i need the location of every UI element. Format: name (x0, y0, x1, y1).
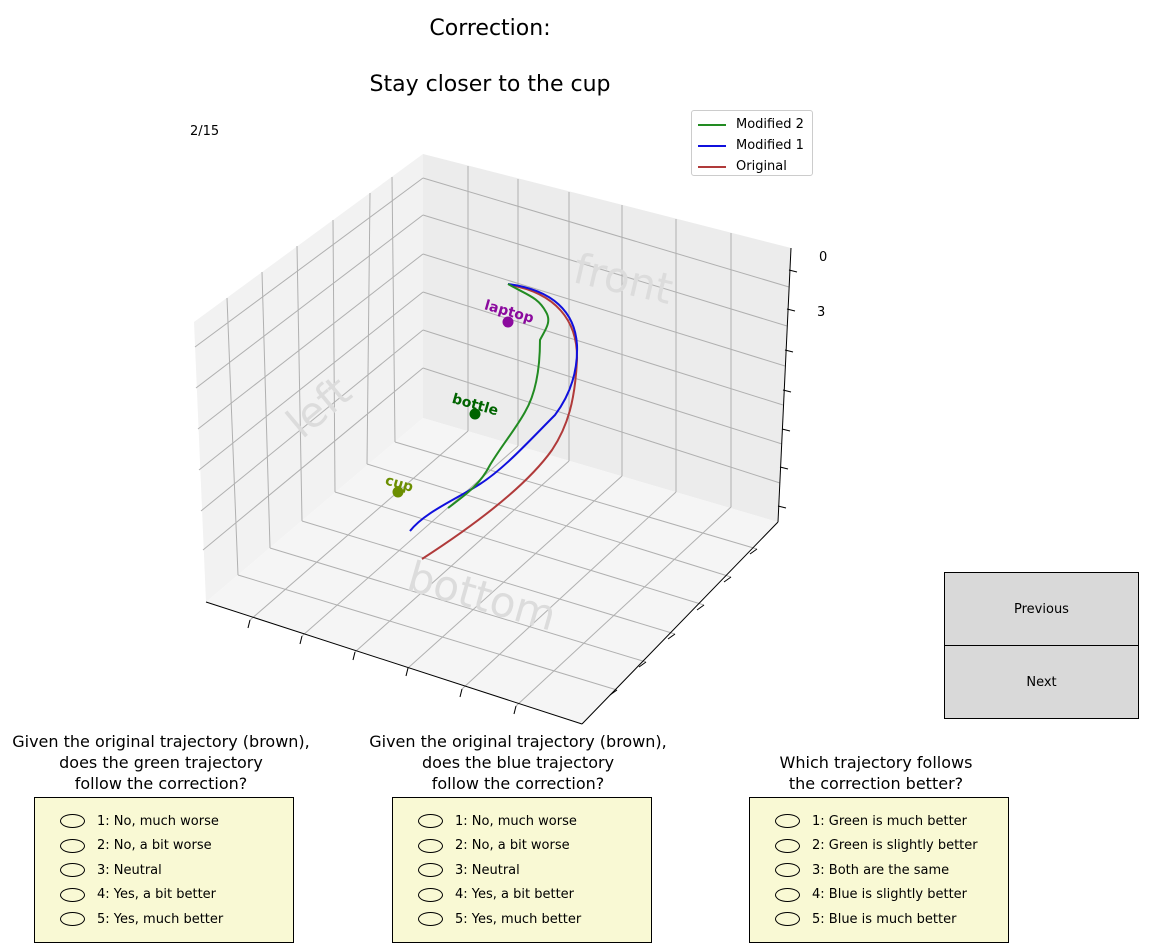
original-trajectory (421, 284, 579, 560)
question-line: follow the correction? (74, 774, 248, 793)
question-line: Given the original trajectory (brown), (369, 732, 667, 751)
question-line: does the blue trajectory (421, 753, 615, 772)
radio-option-label: 5: Yes, much better (455, 911, 582, 927)
radio-option-label: 3: Neutral (455, 862, 520, 878)
next-button[interactable]: Next (944, 645, 1139, 719)
question-compare: Which trajectory follows the correction … (706, 752, 1046, 794)
radio-option[interactable]: 3: Neutral (35, 858, 293, 883)
radio-circle-icon[interactable] (775, 887, 800, 902)
cup-label: cup (383, 473, 415, 496)
radio-option[interactable]: 2: No, a bit worse (35, 834, 293, 859)
radio-option-label: 1: No, much worse (97, 813, 219, 829)
blue-rating-radio-group: 1: No, much worse 2: No, a bit worse 3: … (392, 797, 652, 943)
floor-pane (206, 418, 778, 724)
left-pane (194, 154, 423, 602)
figure-title: Correction: (429, 16, 551, 41)
legend-swatch-brown (698, 165, 726, 168)
radio-circle-icon[interactable] (775, 838, 800, 853)
question-green: Given the original trajectory (brown), d… (0, 731, 331, 794)
radio-option[interactable]: 5: Yes, much better (393, 907, 651, 932)
cup-marker (392, 486, 404, 498)
radio-circle-icon[interactable] (418, 838, 443, 853)
comparison-radio-group: 1: Green is much better 2: Green is slig… (749, 797, 1009, 943)
radio-option[interactable]: 4: Yes, a bit better (393, 883, 651, 908)
radio-circle-icon[interactable] (775, 863, 800, 878)
legend-swatch-green (698, 123, 726, 126)
progress-counter: 2/15 (190, 124, 220, 139)
radio-circle-icon[interactable] (418, 912, 443, 927)
question-blue: Given the original trajectory (brown), d… (348, 731, 688, 794)
radio-circle-icon[interactable] (60, 814, 85, 829)
radio-option[interactable]: 4: Blue is slightly better (750, 883, 1008, 908)
bottle-marker (469, 408, 481, 420)
question-line: Which trajectory follows (779, 753, 973, 772)
legend-swatch-blue (698, 144, 726, 147)
grid-lines (194, 166, 790, 707)
radio-option-label: 2: No, a bit worse (455, 838, 570, 854)
radio-circle-icon[interactable] (418, 887, 443, 902)
radio-circle-icon[interactable] (418, 814, 443, 829)
radio-circle-icon[interactable] (418, 863, 443, 878)
radio-option-label: 1: Green is much better (812, 813, 968, 829)
legend-item-modified-2: Modified 2 (692, 114, 812, 135)
radio-option[interactable]: 2: Green is slightly better (750, 834, 1008, 859)
green-rating-radio-group: 1: No, much worse 2: No, a bit worse 3: … (34, 797, 294, 943)
radio-option-label: 3: Both are the same (812, 862, 950, 878)
radio-option-label: 4: Yes, a bit better (97, 887, 217, 903)
radio-option[interactable]: 5: Blue is much better (750, 907, 1008, 932)
correction-text: Stay closer to the cup (369, 72, 611, 97)
z-tick-label: 3 (817, 305, 825, 320)
question-line: Given the original trajectory (brown), (12, 732, 310, 751)
legend-label: Modified 1 (736, 138, 804, 153)
radio-circle-icon[interactable] (60, 838, 85, 853)
question-line: the correction better? (788, 774, 964, 793)
radio-option[interactable]: 3: Both are the same (750, 858, 1008, 883)
radio-option[interactable]: 1: No, much worse (393, 809, 651, 834)
radio-option-label: 2: No, a bit worse (97, 838, 212, 854)
axes (205, 247, 798, 725)
laptop-marker (502, 316, 514, 328)
radio-option-label: 3: Neutral (97, 862, 162, 878)
radio-circle-icon[interactable] (60, 887, 85, 902)
radio-option[interactable]: 1: No, much worse (35, 809, 293, 834)
radio-circle-icon[interactable] (60, 912, 85, 927)
radio-option[interactable]: 5: Yes, much better (35, 907, 293, 932)
legend-item-original: Original (692, 156, 812, 177)
radio-option[interactable]: 2: No, a bit worse (393, 834, 651, 859)
legend-label: Modified 2 (736, 117, 804, 132)
radio-circle-icon[interactable] (775, 912, 800, 927)
question-line: follow the correction? (431, 774, 605, 793)
legend-label: Original (736, 159, 787, 174)
previous-button[interactable]: Previous (944, 572, 1139, 646)
radio-option[interactable]: 4: Yes, a bit better (35, 883, 293, 908)
question-line: does the green trajectory (59, 753, 263, 772)
radio-option-label: 4: Yes, a bit better (455, 887, 575, 903)
radio-option-label: 4: Blue is slightly better (812, 887, 968, 903)
radio-option[interactable]: 1: Green is much better (750, 809, 1008, 834)
radio-option-label: 5: Blue is much better (812, 911, 957, 927)
legend: Modified 2 Modified 1 Original (691, 110, 813, 176)
z-tick-label: 0 (819, 250, 827, 265)
radio-option-label: 5: Yes, much better (97, 911, 224, 927)
radio-option[interactable]: 3: Neutral (393, 858, 651, 883)
modified-2-trajectory (447, 283, 550, 509)
modified-1-trajectory (409, 283, 579, 532)
legend-item-modified-1: Modified 1 (692, 135, 812, 156)
radio-circle-icon[interactable] (775, 814, 800, 829)
radio-option-label: 2: Green is slightly better (812, 838, 978, 854)
radio-circle-icon[interactable] (60, 863, 85, 878)
radio-option-label: 1: No, much worse (455, 813, 577, 829)
back-pane (423, 154, 791, 522)
trajectory-3d-plot[interactable]: 0 3 front left bottom laptop bottle cup (0, 0, 1152, 740)
